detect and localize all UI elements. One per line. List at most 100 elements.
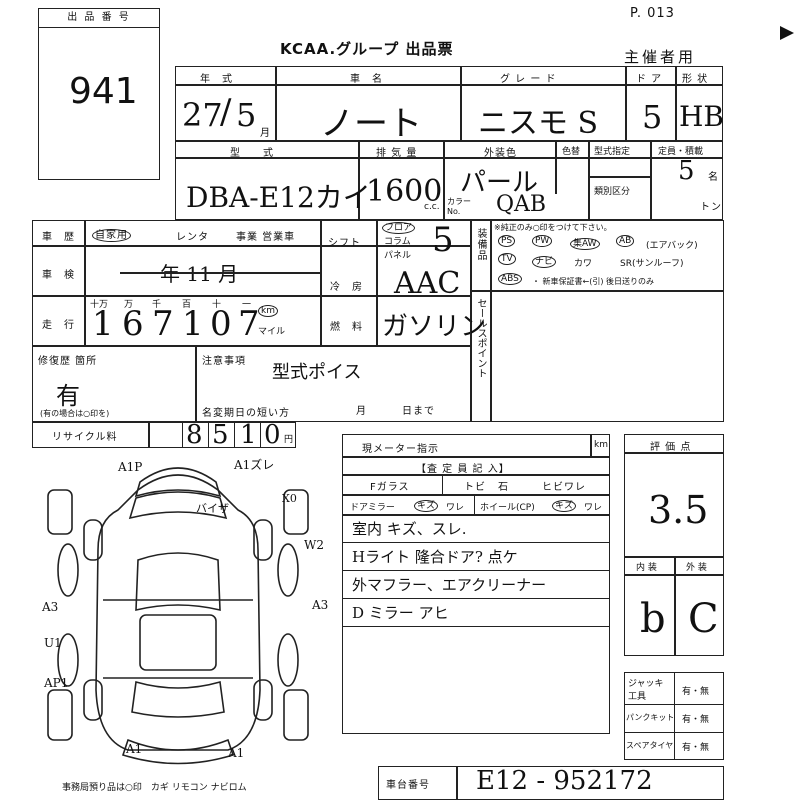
inspector-line-1: 室内 キズ、スレ.: [352, 520, 467, 538]
history-rental[interactable]: レンタ: [176, 232, 209, 243]
label-door-mirror: ドアミラー: [350, 503, 395, 513]
tool-spare-label: スペアタイヤ: [626, 741, 674, 750]
equip-tv[interactable]: TV: [498, 253, 516, 265]
glass-stone[interactable]: 石: [498, 482, 509, 493]
car-damage-diagram: [47, 467, 309, 765]
tool-jack-label: ジャッキ 工具: [628, 679, 664, 702]
glass-crack[interactable]: ヒビワレ: [542, 482, 586, 493]
mark-a1-rear-right: A1: [228, 746, 245, 760]
equip-ps[interactable]: PS: [498, 235, 516, 247]
equip-pw[interactable]: PW: [532, 235, 553, 247]
value-car-name: ノート: [320, 104, 422, 144]
label-car-name: 車 名: [350, 74, 383, 85]
tool-puncture-label: パンクキット: [626, 713, 675, 722]
label-wheel: ホイール(CP): [480, 503, 535, 513]
shift-floor[interactable]: フロア: [382, 220, 416, 234]
label-chassis: 車台番号: [386, 780, 430, 791]
mirror-scratch[interactable]: キズ: [414, 498, 439, 512]
equip-ab-circled: AB: [616, 235, 635, 247]
label-ac: 冷 房: [330, 282, 363, 293]
value-color: パール: [460, 168, 539, 198]
label-ton: トン: [700, 202, 722, 213]
equipment-note: ※純正のみ○印をつけて下さい。: [494, 223, 612, 232]
wheel-crack[interactable]: ワレ: [584, 503, 603, 513]
recycle-yen: 円: [284, 435, 294, 445]
label-expiry-day: 日まで: [402, 406, 435, 417]
value-interior-score: b: [640, 596, 666, 642]
equip-sunroof[interactable]: SR(サンルーフ): [620, 259, 684, 269]
value-model: DBA-E12カイ: [186, 181, 371, 214]
history-business[interactable]: 事業 営業車: [236, 232, 296, 243]
shift-panel[interactable]: パネル: [384, 251, 412, 261]
recycle-digit-1: 8: [186, 420, 203, 450]
shift-column[interactable]: コラム: [384, 237, 411, 247]
mileage-digit-6: 7: [238, 304, 260, 344]
shaken-strike: [120, 272, 320, 274]
mark-a3-left: A3: [42, 600, 59, 614]
wheel-scratch-circled: キズ: [552, 500, 577, 512]
label-door: ド ア: [636, 74, 663, 85]
equip-navi[interactable]: ナビ: [532, 254, 557, 268]
value-shift: 5: [432, 220, 454, 260]
label-cc: c.c.: [424, 202, 440, 212]
label-score: 評 価 点: [650, 442, 692, 453]
page-number: P. 013: [630, 6, 675, 21]
equip-abs[interactable]: ABS: [498, 273, 522, 285]
history-block: [32, 220, 472, 422]
row-spec-info: [175, 140, 723, 220]
label-recycle-fee: リサイクル料: [52, 432, 118, 443]
value-capacity: 5: [678, 156, 695, 186]
tool-spare-opt[interactable]: 有・無: [682, 743, 710, 753]
value-color-code: QAB: [496, 192, 547, 217]
equip-leather[interactable]: カワ: [574, 259, 593, 269]
label-interior: 内 装: [636, 563, 657, 573]
value-notes: 型式ポイス: [272, 362, 362, 383]
label-fuel: 燃 料: [330, 322, 363, 333]
label-displacement: 排 気 量: [376, 148, 418, 159]
organizer-use: 主催者用: [624, 48, 697, 66]
history-private[interactable]: 自家用: [92, 226, 131, 242]
digit-label-100k: 十万: [90, 300, 109, 310]
inspector-line-4: D ミラー アヒ: [352, 604, 449, 622]
equip-pw-circled: PW: [532, 235, 553, 247]
glass-chip[interactable]: トビ: [464, 482, 486, 493]
lot-number-label: 出 品 番 号: [39, 9, 159, 28]
value-ac: AAC: [394, 266, 461, 301]
mileage-km-circled: km: [258, 305, 278, 317]
label-model: 型 式: [230, 148, 274, 159]
label-year: 年 式: [200, 74, 233, 85]
digit-label-10: 十: [212, 300, 222, 310]
wheel-scratch[interactable]: キズ: [552, 498, 577, 512]
lot-number-value: 941: [69, 71, 138, 112]
value-year: 27: [182, 96, 223, 134]
value-door: 5: [642, 98, 663, 136]
mileage-km[interactable]: km: [258, 305, 278, 317]
mark-a3-right: A3: [312, 598, 329, 612]
label-shaken: 車 検: [42, 270, 75, 281]
equip-ab[interactable]: AB: [616, 235, 635, 247]
mark-a1-rear-left: A1: [126, 742, 143, 756]
mirror-scratch-circled: キズ: [414, 500, 439, 512]
equip-navi-circled: ナビ: [532, 256, 557, 268]
mirror-crack[interactable]: ワレ: [446, 503, 465, 513]
mileage-digit-3: 7: [152, 304, 174, 344]
tool-puncture-opt[interactable]: 有・無: [682, 715, 710, 725]
inspector-line-3: 外マフラー、エアクリーナー: [352, 576, 547, 594]
mileage-digit-4: 1: [182, 304, 204, 344]
inspector-line-2: Hライト 隆合ドア? 点ケ: [352, 548, 518, 566]
mileage-mile[interactable]: マイル: [258, 327, 286, 337]
digit-label-1: 一: [242, 300, 252, 310]
tool-jack-opt[interactable]: 有・無: [682, 687, 710, 697]
history-private-circled: 自家用: [92, 229, 131, 242]
label-grade: グ レ ー ド: [500, 74, 557, 85]
value-month: 5: [236, 96, 257, 134]
mileage-digit-5: 0: [210, 304, 232, 344]
form-title: KCAA.グループ 出品票: [280, 40, 454, 58]
equip-aw[interactable]: 集AW: [570, 236, 600, 250]
label-repair-history: 修復歴 箇所: [38, 356, 98, 367]
equip-abs-circled: ABS: [498, 273, 522, 285]
row-basic-info: [175, 66, 723, 142]
label-inspector-section: 【査 定 員 記 入】: [416, 464, 510, 475]
value-chassis: E12 - 952172: [476, 766, 653, 796]
value-fuel: ガソリン: [382, 312, 487, 342]
